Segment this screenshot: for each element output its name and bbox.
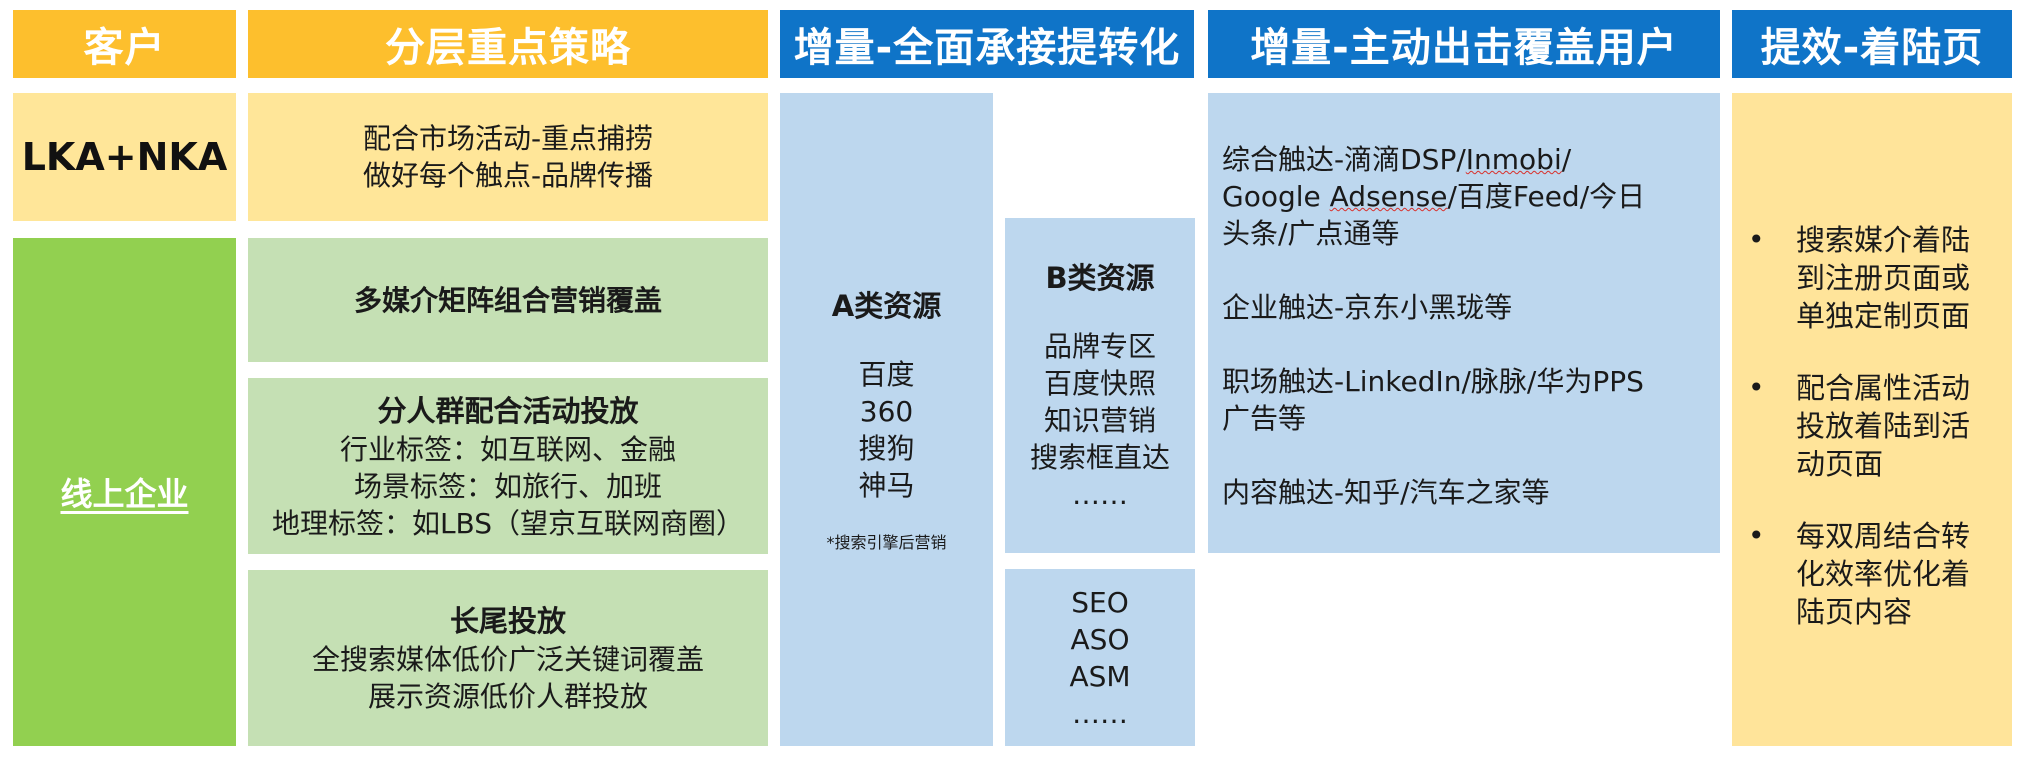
header-increment-active: 增量-主动出击覆盖用户 <box>1208 10 1720 78</box>
a-resources-item: 神马 <box>858 468 915 502</box>
strategy-longtail-title: 长尾投放 <box>449 604 566 638</box>
landing-line: 单独定制页面 <box>1796 299 1971 333</box>
seo-box-item: SEO <box>1071 585 1129 619</box>
active-reach-text: Adsense <box>1329 180 1448 213</box>
strategy-segment: 分人群配合活动投放 行业标签：如互联网、金融 场景标签：如旅行、加班 地理标签：… <box>248 378 768 554</box>
landing-item: • 配合属性活动 投放着陆到活 动页面 <box>1732 369 2012 483</box>
landing-item: • 搜索媒介着陆 到注册页面或 单独定制页面 <box>1732 221 2012 335</box>
b-resources: B类资源 品牌专区 百度快照 知识营销 搜索框直达 …… <box>1005 218 1195 553</box>
b-resources-item: 品牌专区 <box>1043 330 1156 363</box>
active-reach-line: 头条/广点通等 <box>1222 215 1706 252</box>
customer-online-label: 线上企业 <box>60 475 189 513</box>
active-reach-line: 企业触达-京东小黑珑等 <box>1222 291 1513 324</box>
bullet-icon: • <box>1748 223 1765 256</box>
customer-online: 线上企业 <box>13 238 236 746</box>
header-customer: 客户 <box>13 10 236 78</box>
landing-line: 搜索媒介着陆 <box>1796 223 1971 257</box>
strategy-lka-line: 做好每个触点-品牌传播 <box>362 159 654 192</box>
seo-box-item: …… <box>1072 696 1128 730</box>
a-resources: A类资源 百度 360 搜狗 神马 *搜索引擎后营销 <box>780 93 993 746</box>
header-customer-label: 客户 <box>83 25 166 71</box>
b-resources-item: …… <box>1072 478 1128 511</box>
landing-line: 配合属性活动 <box>1796 371 1971 405</box>
active-reach-line: 广告等 <box>1222 402 1307 435</box>
b-resources-title: B类资源 <box>1045 261 1155 295</box>
landing-page: • 搜索媒介着陆 到注册页面或 单独定制页面 • 配合属性活动 投放着陆到活 动… <box>1732 93 2012 746</box>
active-reach-line: 内容触达-知乎/汽车之家等 <box>1222 476 1550 509</box>
strategy-longtail-line: 全搜索媒体低价广泛关键词覆盖 <box>311 643 704 676</box>
a-resources-item: 搜狗 <box>858 431 915 465</box>
active-reach-line: Google Adsense/百度Feed/今日 <box>1222 178 1706 215</box>
b-resources-item: 百度快照 <box>1043 367 1156 400</box>
active-reach-enterprise: 企业触达-京东小黑珑等 <box>1222 289 1706 326</box>
strategy-lka-line: 配合市场活动-重点捕捞 <box>362 122 654 155</box>
header-increment-active-label: 增量-主动出击覆盖用户 <box>1250 25 1678 71</box>
active-reach-line: 综合触达-滴滴DSP/Inmobi/ <box>1222 141 1706 178</box>
landing-item: • 每双周结合转 化效率优化着 陆页内容 <box>1732 517 2012 631</box>
strategy-longtail: 长尾投放 全搜索媒体低价广泛关键词覆盖 展示资源低价人群投放 <box>248 570 768 746</box>
landing-list: • 搜索媒介着陆 到注册页面或 单独定制页面 • 配合属性活动 投放着陆到活 动… <box>1732 221 2012 631</box>
header-strategy-label: 分层重点策略 <box>385 25 631 71</box>
b-resources-item: 搜索框直达 <box>1029 441 1170 474</box>
strategy-multimedia: 多媒介矩阵组合营销覆盖 <box>248 238 768 362</box>
strategy-multimedia-label: 多媒介矩阵组合营销覆盖 <box>353 283 662 317</box>
header-increment-convert-label: 增量-全面承接提转化 <box>793 25 1181 71</box>
landing-line: 化效率优化着 <box>1796 557 1971 591</box>
active-reach-comprehensive: 综合触达-滴滴DSP/Inmobi/ Google Adsense/百度Feed… <box>1222 141 1706 252</box>
seo-box: SEO ASO ASM …… <box>1005 569 1195 746</box>
active-reach-content: 内容触达-知乎/汽车之家等 <box>1222 474 1706 511</box>
seo-box-item: ASO <box>1070 622 1130 656</box>
a-resources-title: A类资源 <box>831 288 942 323</box>
landing-line: 动页面 <box>1796 447 1884 481</box>
active-reach: 综合触达-滴滴DSP/Inmobi/ Google Adsense/百度Feed… <box>1208 93 1720 553</box>
header-efficiency-label: 提效-着陆页 <box>1760 25 1984 71</box>
active-reach-text: 头条/广点通等 <box>1222 217 1400 250</box>
landing-line: 投放着陆到活 <box>1796 409 1971 443</box>
header-efficiency: 提效-着陆页 <box>1732 10 2012 78</box>
active-reach-text: 综合触达-滴滴DSP/ <box>1222 143 1466 176</box>
a-resources-note: *搜索引擎后营销 <box>826 532 947 552</box>
landing-line: 每双周结合转 <box>1796 519 1971 553</box>
seo-box-item: ASM <box>1069 659 1131 693</box>
strategy-longtail-line: 展示资源低价人群投放 <box>367 680 648 713</box>
landing-line: 陆页内容 <box>1796 595 1913 629</box>
active-reach-text: Inmobi <box>1465 143 1562 176</box>
active-reach-line: 职场触达-LinkedIn/脉脉/华为PPS <box>1222 365 1644 398</box>
strategy-segment-title: 分人群配合活动投放 <box>377 393 639 428</box>
bullet-icon: • <box>1748 371 1765 404</box>
customer-lka-nka: LKA+NKA <box>13 93 236 221</box>
customer-lka-nka-label: LKA+NKA <box>21 135 228 179</box>
header-increment-convert: 增量-全面承接提转化 <box>780 10 1194 78</box>
active-reach-workplace: 职场触达-LinkedIn/脉脉/华为PPS 广告等 <box>1222 363 1706 437</box>
active-reach-text: /百度Feed/今日 <box>1447 180 1646 213</box>
header-strategy: 分层重点策略 <box>248 10 768 78</box>
strategy-lka: 配合市场活动-重点捕捞 做好每个触点-品牌传播 <box>248 93 768 221</box>
active-reach-text: Google <box>1222 180 1330 213</box>
a-resources-item: 360 <box>859 394 914 428</box>
strategy-segment-line: 行业标签：如互联网、金融 <box>339 432 676 466</box>
b-resources-item: 知识营销 <box>1043 404 1156 437</box>
active-reach-text: / <box>1561 143 1572 176</box>
bullet-icon: • <box>1748 519 1765 552</box>
strategy-segment-line: 场景标签：如旅行、加班 <box>353 469 662 503</box>
strategy-segment-line: 地理标签：如LBS（望京互联网商圈） <box>271 506 745 540</box>
a-resources-item: 百度 <box>858 357 915 391</box>
landing-line: 到注册页面或 <box>1796 261 1971 295</box>
